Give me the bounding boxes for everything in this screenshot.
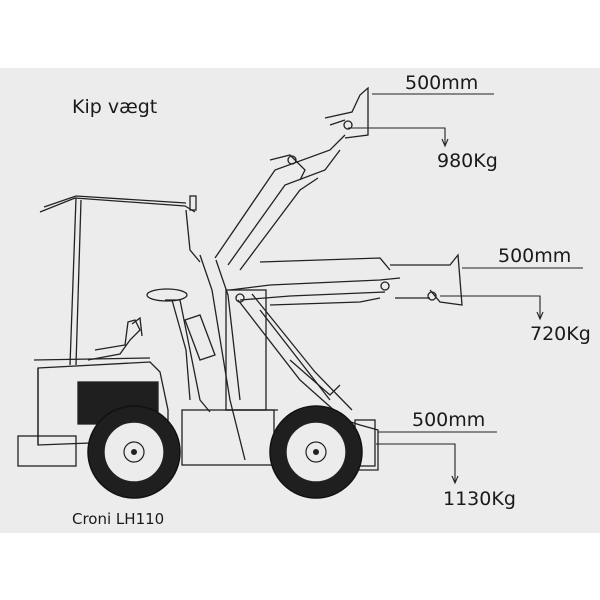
weight-label-mid: 720Kg — [530, 323, 591, 345]
boom-high — [214, 86, 369, 271]
chart-title: Kip vægt — [72, 96, 158, 118]
weight-label-top: 980Kg — [437, 150, 498, 172]
dimension-lines — [348, 93, 583, 485]
weight-label-low: 1130Kg — [443, 488, 516, 510]
seat — [87, 316, 143, 361]
boom-low — [237, 293, 379, 471]
front-wheel — [269, 405, 363, 499]
distance-label-mid: 500mm — [498, 245, 572, 267]
distance-label-low: 500mm — [412, 409, 486, 431]
distance-label-top: 500mm — [405, 72, 479, 94]
model-label: Croni LH110 — [72, 510, 165, 528]
steering — [146, 288, 191, 401]
boom-mid — [229, 253, 463, 306]
rops-frame — [39, 195, 201, 366]
rear-wheel — [87, 405, 181, 499]
